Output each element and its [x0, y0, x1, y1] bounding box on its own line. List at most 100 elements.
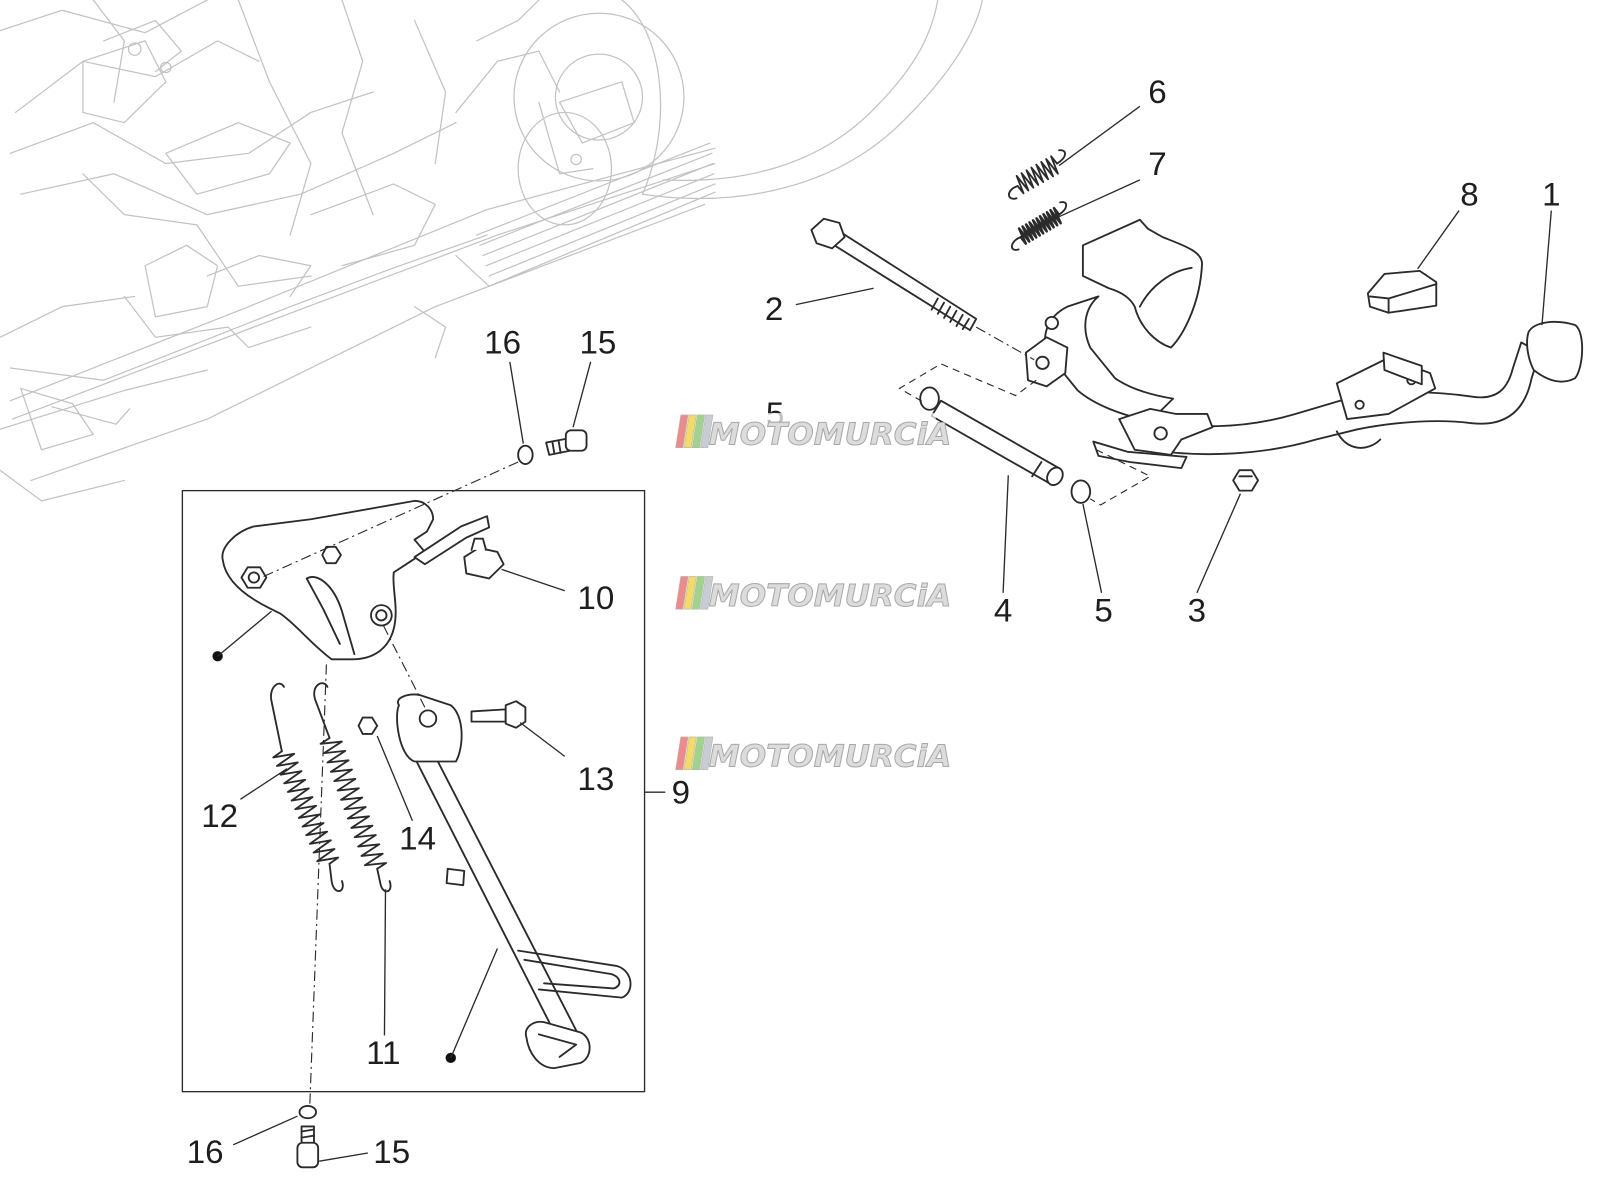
callout-label: 11	[366, 1034, 400, 1071]
return-spring-upper	[1008, 149, 1066, 200]
side-stand-pivot-bolt	[470, 700, 527, 729]
leader-2	[795, 287, 874, 306]
rubber-stop	[1366, 269, 1438, 314]
watermark-stripe	[700, 736, 714, 770]
mounting-screw-bottom	[296, 1125, 320, 1169]
frame-line	[0, 469, 125, 502]
frame-bracket	[558, 81, 635, 144]
frame-line	[20, 387, 94, 451]
leader-line	[450, 948, 499, 1059]
pivot-hole	[418, 709, 438, 728]
watermark-stripe	[691, 576, 706, 610]
leg-foot-inner	[537, 1033, 578, 1058]
leader-10	[501, 568, 565, 592]
wheel-outline	[513, 12, 685, 182]
crossplate-hole	[1354, 399, 1365, 410]
stand-pin	[930, 399, 1064, 486]
side-stand-leg	[396, 693, 632, 1070]
frame-bolt	[127, 42, 142, 56]
frame-line	[237, 0, 312, 236]
spring-coil	[272, 750, 340, 865]
fender-line	[641, 0, 984, 199]
screw-head	[564, 429, 588, 452]
bolt-thread	[930, 297, 970, 331]
spring-hook	[313, 682, 331, 739]
callout-label: 7	[1148, 145, 1166, 182]
callout-label: 13	[577, 760, 614, 797]
leader-14	[376, 735, 414, 822]
leader-16-bottom	[232, 1115, 298, 1146]
frame-line	[310, 183, 436, 267]
footboard-strip	[479, 152, 713, 246]
fender-line	[662, 0, 939, 181]
watermark-stripe	[691, 736, 706, 770]
spring-hook	[1008, 185, 1019, 200]
washer-top	[517, 444, 534, 465]
spring-hook	[1056, 149, 1066, 165]
bumper-body	[463, 546, 505, 580]
pin-end	[1046, 466, 1064, 486]
watermark-stripe	[683, 414, 697, 449]
side-stand-nut	[357, 716, 379, 735]
frame-bolt	[160, 61, 172, 74]
assembly-axis	[309, 664, 327, 1104]
watermark: MOTOMURCiA	[668, 574, 954, 615]
frame-line	[0, 0, 208, 34]
washer-bottom	[298, 1105, 317, 1120]
center-stand-pedal	[1526, 320, 1584, 383]
callout-label: 14	[399, 820, 436, 857]
spring-peg	[1044, 315, 1059, 331]
leader-11	[383, 889, 387, 1036]
center-stand-scoop-inner	[1138, 266, 1193, 308]
callout-label: 2	[765, 290, 783, 327]
leader-lines	[232, 105, 1552, 1162]
leader-13	[519, 722, 566, 757]
callout-label: 16	[484, 324, 521, 361]
bracket-tab	[413, 515, 491, 566]
watermark-stripe	[683, 576, 697, 610]
assembly-axis	[382, 625, 426, 708]
bracket-nut	[321, 545, 342, 565]
bracket-nut-hole	[247, 571, 260, 584]
callout-label: 16	[187, 1133, 224, 1170]
callout-label: 10	[577, 579, 614, 616]
leader-5	[1082, 503, 1103, 593]
watermark-backdrop	[668, 412, 936, 450]
sub-assembly-outline	[898, 363, 1037, 404]
spring-coil	[1017, 206, 1062, 245]
bolt-shaft	[470, 708, 507, 723]
frame-line	[0, 369, 208, 430]
frame-line	[14, 40, 260, 114]
watermark-stripe	[675, 736, 689, 770]
bolt-head	[810, 217, 846, 250]
bracket-bushing-hole	[375, 609, 388, 622]
frame-line	[20, 122, 457, 216]
bracket-fold	[305, 577, 341, 645]
leader-16-top	[509, 361, 524, 444]
leader-4	[1002, 475, 1009, 593]
assembly-axis	[258, 461, 519, 580]
screw-thread	[551, 439, 562, 455]
pivot-hole	[1153, 426, 1168, 441]
leader-6	[1058, 105, 1141, 167]
frame-line	[165, 122, 291, 195]
frame-line	[9, 234, 488, 381]
watermark-stripes-logo	[675, 414, 714, 449]
center-stand	[1024, 218, 1584, 470]
watermark-stripes-logo	[675, 736, 714, 770]
leg-foot-loop	[517, 949, 632, 999]
sub-assembly-outline	[1089, 449, 1152, 506]
watermark: MOTOMURCiA	[668, 734, 954, 775]
frame-line	[9, 91, 374, 165]
watermark-stripe	[691, 414, 706, 449]
footboard-strip	[482, 162, 714, 257]
spring-hook	[1010, 236, 1022, 251]
leader-15-bottom	[319, 1152, 368, 1162]
frame-line	[413, 19, 447, 165]
watermark-backdrop	[668, 574, 954, 612]
frame-line	[123, 295, 312, 349]
rubber-stop-body	[1366, 269, 1438, 314]
footboard-strip	[488, 183, 716, 277]
side-stand-bracket	[221, 499, 491, 661]
